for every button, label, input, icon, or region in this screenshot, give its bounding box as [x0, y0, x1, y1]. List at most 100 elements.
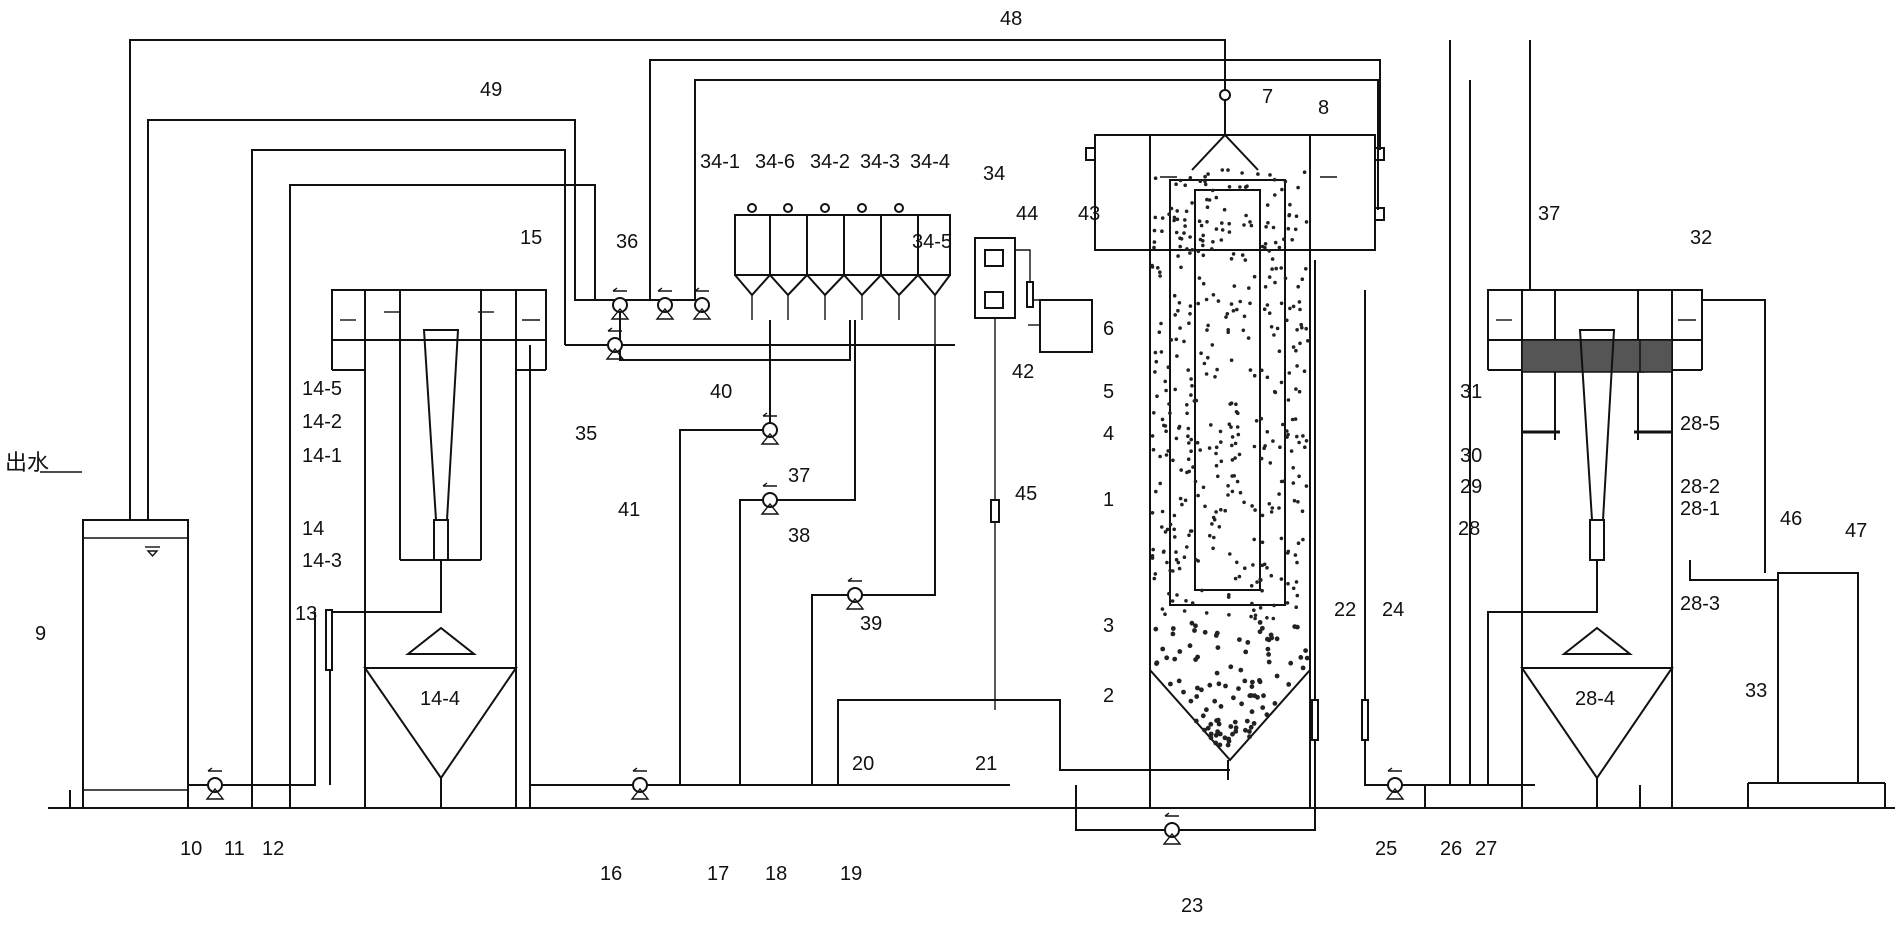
particle: [1187, 533, 1191, 537]
particle: [1151, 547, 1155, 552]
label-35: 35: [575, 423, 597, 445]
particle: [1275, 326, 1280, 331]
particle: [1195, 685, 1200, 691]
particle: [1189, 529, 1194, 533]
particle: [1296, 284, 1300, 289]
particle: [1295, 328, 1299, 332]
particle: [1298, 341, 1302, 346]
label-14-1: 14-1: [302, 445, 342, 467]
particle: [1153, 215, 1158, 220]
particle: [1304, 267, 1308, 271]
particle: [1244, 718, 1250, 724]
label-14: 14: [302, 518, 324, 540]
particle: [1237, 574, 1242, 579]
particle: [1225, 312, 1230, 316]
particle: [1186, 434, 1190, 439]
label-34-5: 34-5: [912, 231, 952, 253]
pump-icon: [630, 767, 650, 800]
particle: [1253, 616, 1257, 621]
particle: [1206, 355, 1210, 360]
particle: [1226, 493, 1230, 497]
particle: [1168, 568, 1172, 573]
label-48: 48: [1000, 8, 1022, 30]
particle: [1163, 530, 1168, 534]
particle: [1205, 725, 1211, 731]
particle: [1182, 609, 1187, 613]
particle: [1173, 387, 1177, 392]
label-19: 19: [840, 863, 862, 885]
particle: [1252, 608, 1256, 612]
particle: [1279, 266, 1283, 270]
particle: [1265, 566, 1269, 570]
particle: [1173, 535, 1177, 539]
particle: [1260, 513, 1265, 518]
particle: [1170, 631, 1176, 637]
particle: [1200, 588, 1204, 593]
particle: [1203, 174, 1207, 179]
particle: [1172, 218, 1176, 223]
particle: [1237, 637, 1242, 642]
particle: [1169, 206, 1174, 211]
particle: [1219, 459, 1224, 464]
particle: [1285, 435, 1289, 439]
particle: [1203, 182, 1208, 187]
particle: [1247, 734, 1252, 740]
particle: [1296, 185, 1300, 190]
particle: [1263, 242, 1268, 246]
particle: [1192, 628, 1197, 633]
label-3: 3: [1103, 615, 1114, 637]
particle: [1267, 311, 1272, 316]
particle: [1160, 417, 1165, 422]
particle: [1241, 328, 1246, 333]
particle: [1201, 243, 1205, 248]
particle: [1154, 489, 1158, 494]
particle: [1185, 411, 1189, 416]
particle: [1205, 205, 1210, 209]
label-31: 31: [1460, 381, 1482, 403]
label-9: 9: [35, 623, 46, 645]
particle: [1270, 506, 1275, 510]
pump-icon: [605, 327, 625, 360]
particle: [1279, 577, 1284, 581]
particle: [1224, 315, 1228, 319]
particle: [1268, 173, 1272, 177]
particle: [1290, 238, 1294, 242]
particle: [1230, 731, 1235, 737]
particle: [1152, 576, 1157, 581]
particle: [1268, 461, 1273, 465]
particle: [1202, 361, 1207, 366]
particle: [1167, 591, 1171, 596]
particle: [1259, 456, 1264, 461]
particle: [1233, 456, 1237, 460]
particle: [1189, 620, 1195, 626]
particle: [1256, 172, 1260, 176]
particle: [1248, 368, 1253, 372]
label-43: 43: [1078, 203, 1100, 225]
particle: [1175, 593, 1179, 597]
particle: [1272, 701, 1278, 706]
label-34-2: 34-2: [810, 151, 850, 173]
particle: [1170, 626, 1176, 631]
particle: [1232, 284, 1237, 288]
particle: [1257, 678, 1262, 683]
label-14-2: 14-2: [302, 411, 342, 433]
particle: [1271, 616, 1276, 621]
reactor-14: [325, 289, 547, 808]
particle: [1230, 443, 1234, 448]
particle: [1184, 599, 1188, 603]
particle: [1201, 253, 1206, 258]
label-28-2: 28-2: [1680, 476, 1720, 498]
label-4: 4: [1103, 423, 1114, 445]
label-18: 18: [765, 863, 787, 885]
particle: [1291, 345, 1296, 349]
particle: [1254, 419, 1259, 423]
particle: [1189, 393, 1193, 397]
particle: [1294, 214, 1299, 218]
particle: [1262, 446, 1266, 451]
particle: [1204, 297, 1209, 302]
label-17: 17: [707, 863, 729, 885]
particle: [1262, 562, 1267, 567]
particle: [1291, 466, 1295, 470]
particle: [1199, 351, 1203, 356]
